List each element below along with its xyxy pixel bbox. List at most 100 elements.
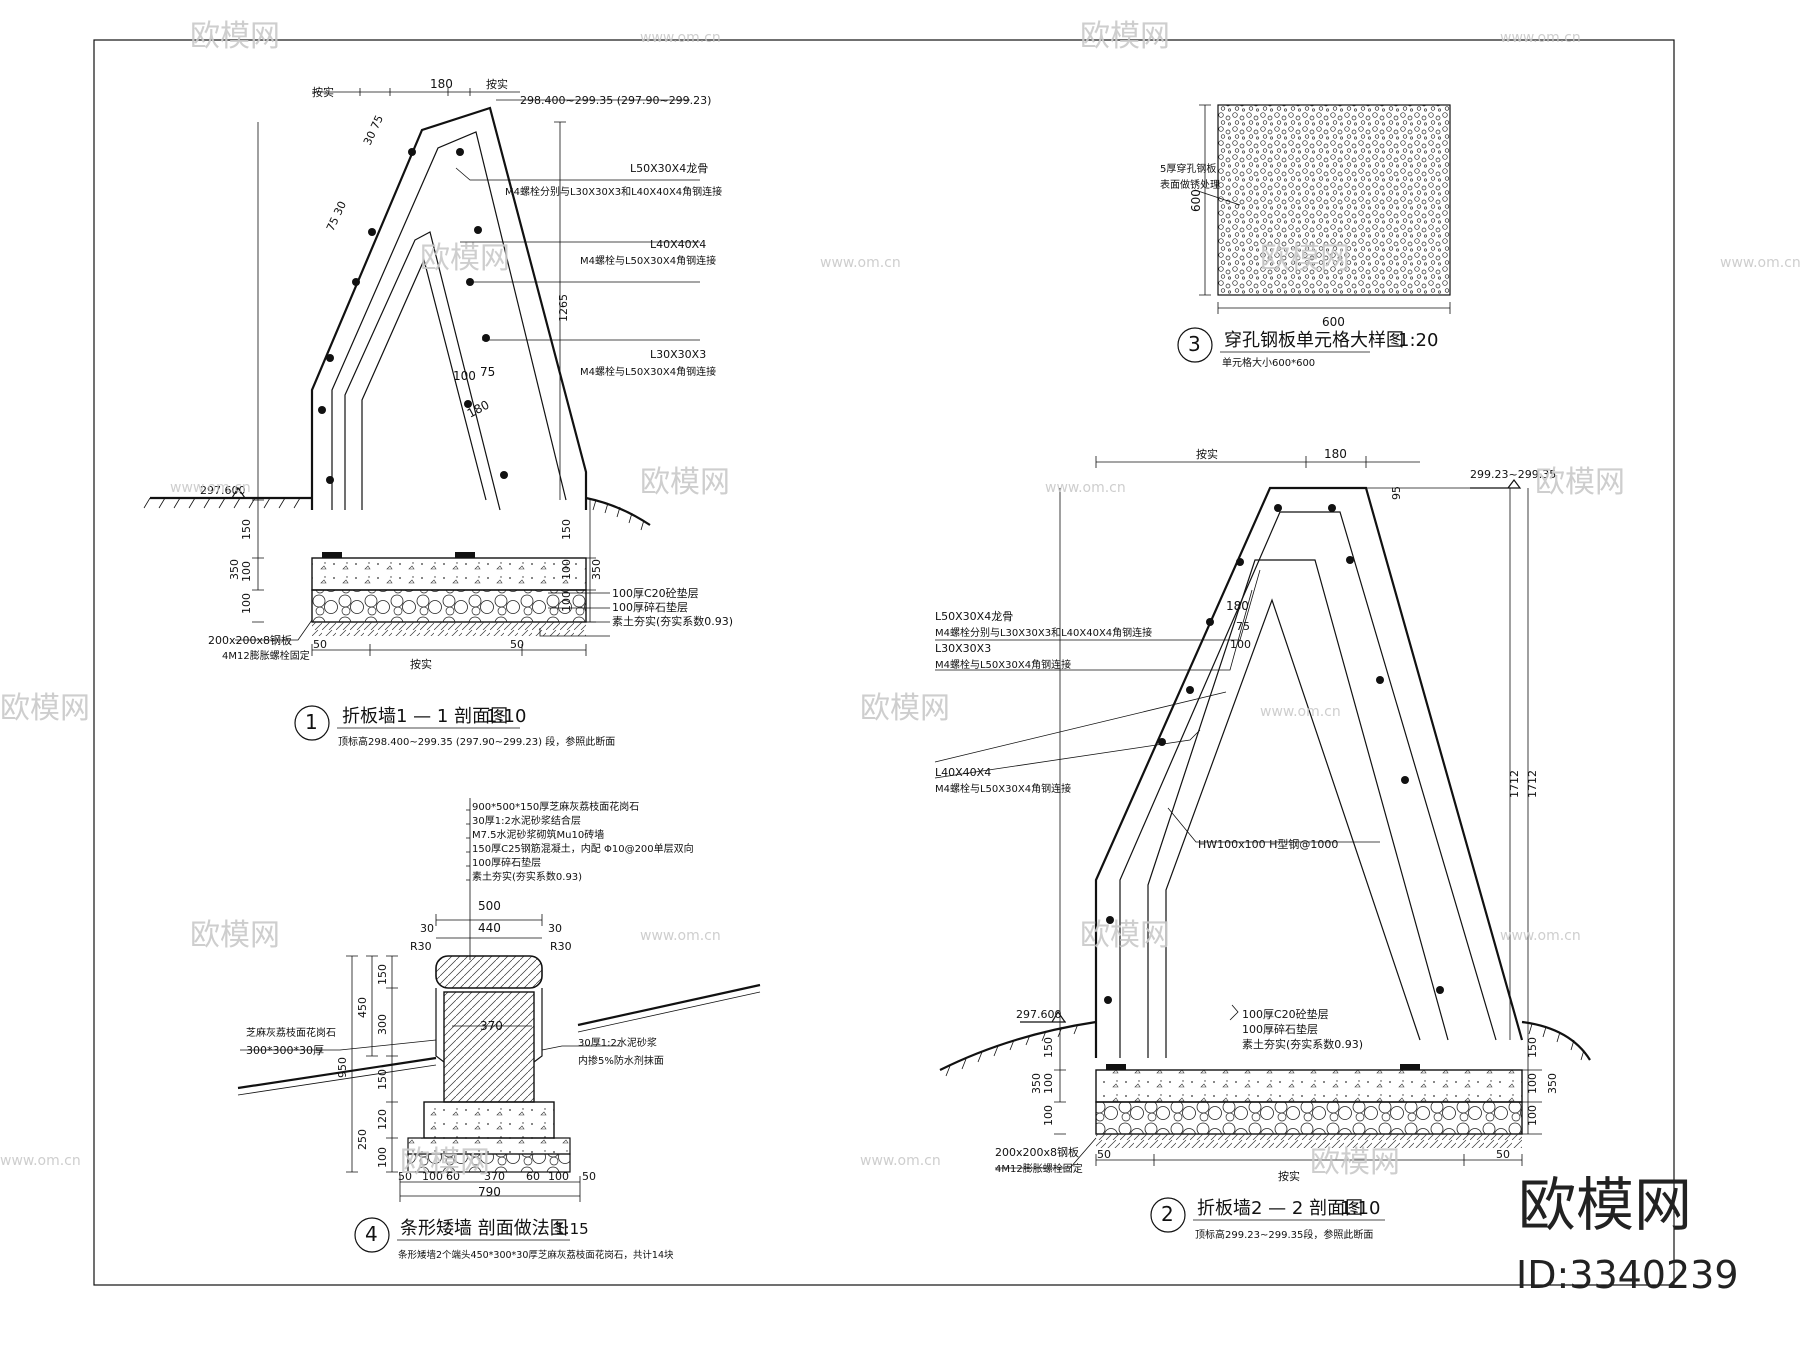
watermark-site: www.om.cn — [640, 928, 721, 944]
watermark-brand-large: 欧模网 — [1518, 1171, 1692, 1239]
d4-dim-440: 440 — [478, 921, 501, 935]
d2-callout-0: L50X30X4龙骨 — [935, 610, 1013, 623]
d4-dim-60-r: 60 — [526, 1170, 540, 1183]
detail-2-bubble — [1150, 1197, 1186, 1233]
detail-4-low-wall — [237, 798, 761, 1253]
d2-dim-100-r: 100 — [1526, 1073, 1539, 1094]
d4-dim-100-r: 100 — [548, 1170, 569, 1183]
watermark-brand: 欧模网 — [1310, 1145, 1400, 1180]
watermark-brand: 欧模网 — [190, 19, 280, 54]
d1-dim-100-r: 100 — [560, 559, 573, 580]
d2-dim-1712-a: 1712 — [1508, 770, 1521, 798]
d1-dim-350: 350 — [228, 559, 241, 580]
d3-dim-w: 600 — [1322, 315, 1345, 329]
d4-layer-1: 30厚1:2水泥砂浆结合层 — [472, 814, 581, 827]
d2-base-1: 100厚碎石垫层 — [1242, 1022, 1318, 1036]
d2-callout-3: M4螺栓与L50X30X4角钢连接 — [935, 658, 1071, 671]
d1-dim-150: 150 — [240, 519, 253, 540]
d1-top-elevation: 298.400~299.35 (297.90~299.23) — [520, 94, 711, 107]
detail-2-section — [934, 456, 1591, 1233]
d4-note: 条形矮墙2个端头450*300*30厚芝麻灰荔枝面花岗石，共计14块 — [398, 1249, 674, 1261]
d2-plate-1: 4M12膨胀螺栓固定 — [995, 1162, 1083, 1175]
watermark-site: www.om.cn — [1500, 928, 1581, 944]
d2-dim-95: 95 — [1390, 486, 1403, 500]
detail-3-perforated-panel — [1177, 104, 1451, 363]
d2-dim-50-l: 50 — [1097, 1148, 1111, 1161]
d4-dim-30-l: 30 — [420, 922, 434, 935]
d2-base-0: 100厚C20砼垫层 — [1242, 1007, 1329, 1021]
watermark-id: ID:3340239 — [1516, 1253, 1739, 1297]
d4-title: 条形矮墙 剖面做法图 — [400, 1218, 568, 1239]
d4-dim-500: 500 — [478, 899, 501, 913]
d1-dim-75-30: 75 30 — [324, 199, 349, 233]
detail-4-bubble — [354, 1217, 390, 1253]
d1-dim-100: 100 — [453, 369, 476, 383]
d2-plate-0: 200x200x8钢板 — [995, 1145, 1079, 1159]
sheet-border — [93, 39, 1675, 1286]
d1-callout-4: L30X30X3 — [650, 348, 706, 361]
d4-dim-50-l: 50 — [398, 1170, 412, 1183]
d1-dim-top: 180 — [430, 77, 453, 91]
d2-callout-4: L40X40X4 — [935, 766, 991, 779]
watermark-brand: 欧模网 — [1080, 19, 1170, 54]
d2-title: 折板墙2 — 2 剖面图 — [1197, 1198, 1363, 1219]
d4-scale: 1:15 — [555, 1220, 589, 1238]
watermark-site: www.om.cn — [640, 30, 721, 46]
d1-title: 折板墙1 — 1 剖面图 — [342, 706, 508, 727]
d4-dim-30-r: 30 — [548, 922, 562, 935]
d2-callout-5: M4螺栓与L50X30X4角钢连接 — [935, 782, 1071, 795]
watermark-site: www.om.cn — [1045, 480, 1126, 496]
d2-dim-150: 150 — [1042, 1037, 1055, 1058]
d2-top-elevation: 299.23~299.35 — [1470, 468, 1556, 481]
d1-base-1: 100厚碎石垫层 — [612, 600, 688, 614]
watermark-brand: 欧模网 — [860, 691, 950, 726]
d1-base-0: 100厚C20砼垫层 — [612, 586, 699, 600]
watermark-brand: 欧模网 — [1260, 241, 1350, 276]
d2-callout-6: HW100x100 H型钢@1000 — [1198, 837, 1338, 851]
d4-layer-5: 素土夯实(夯实系数0.93) — [472, 870, 582, 883]
watermark-brand: 欧模网 — [1535, 465, 1625, 500]
d1-dim-350-r: 350 — [590, 559, 603, 580]
watermark-brand: 欧模网 — [400, 1145, 490, 1180]
d2-base-2: 素土夯实(夯实系数0.93) — [1242, 1037, 1363, 1051]
d1-dim-75: 75 — [480, 365, 495, 379]
d1-note: 顶标高298.400~299.35 (297.90~299.23) 段，参照此断… — [338, 735, 615, 748]
d1-number: 1 — [305, 710, 318, 734]
d1-callout-3: M4螺栓与L50X30X4角钢连接 — [580, 254, 716, 267]
d4-layer-0: 900*500*150厚芝麻灰荔枝面花岗石 — [472, 800, 639, 813]
d1-dim-50-r: 50 — [510, 638, 524, 651]
d2-dim-100-r2: 100 — [1526, 1105, 1539, 1126]
watermark-brand: 欧模网 — [640, 465, 730, 500]
d1-ground-elevation: 297.600 — [200, 484, 246, 497]
watermark-site: www.om.cn — [170, 480, 251, 496]
watermark-site: www.om.cn — [860, 1153, 941, 1169]
d4-dim-370: 370 — [480, 1019, 503, 1033]
d4-dim-50-r: 50 — [582, 1170, 596, 1183]
d4-side-0: 芝麻灰荔枝面花岗石 — [246, 1026, 336, 1039]
watermark-site: www.om.cn — [0, 1153, 81, 1169]
d3-title: 穿孔钢板单元格大样图 — [1224, 330, 1404, 351]
d4-dim-300: 300 — [376, 1014, 389, 1035]
d4-dim-120: 120 — [376, 1109, 389, 1130]
d2-dim-75: 75 — [1236, 620, 1250, 633]
d2-dim-top: 180 — [1324, 447, 1347, 461]
d1-dim-100-b: 100 — [240, 593, 253, 614]
watermark-brand: 欧模网 — [1080, 918, 1170, 953]
d1-scale: 1:10 — [486, 706, 526, 727]
d1-callout-1: M4螺栓分别与L30X30X3和L40X40X4角钢连接 — [505, 185, 722, 198]
d1-dim-30-75: 30 75 — [361, 113, 386, 147]
bolt-marks-1 — [318, 148, 508, 484]
d2-callout-1: M4螺栓分别与L30X30X3和L40X40X4角钢连接 — [935, 626, 1152, 639]
detail-1-bubble — [294, 705, 330, 741]
d2-ground-elevation: 297.600 — [1016, 1008, 1062, 1021]
watermark-site: www.om.cn — [1720, 255, 1800, 271]
d1-dim-50-l: 50 — [313, 638, 327, 651]
d1-dim-100-a: 100 — [240, 561, 253, 582]
d2-dim-100-a: 100 — [1042, 1073, 1055, 1094]
detail-3-bubble — [1177, 327, 1213, 363]
d1-plate-0: 200x200x8钢板 — [208, 633, 292, 647]
d4-dim-790: 790 — [478, 1185, 501, 1199]
d4-r30-l: R30 — [410, 940, 432, 953]
d3-callout-0: 5厚穿孔钢板 — [1160, 162, 1216, 175]
